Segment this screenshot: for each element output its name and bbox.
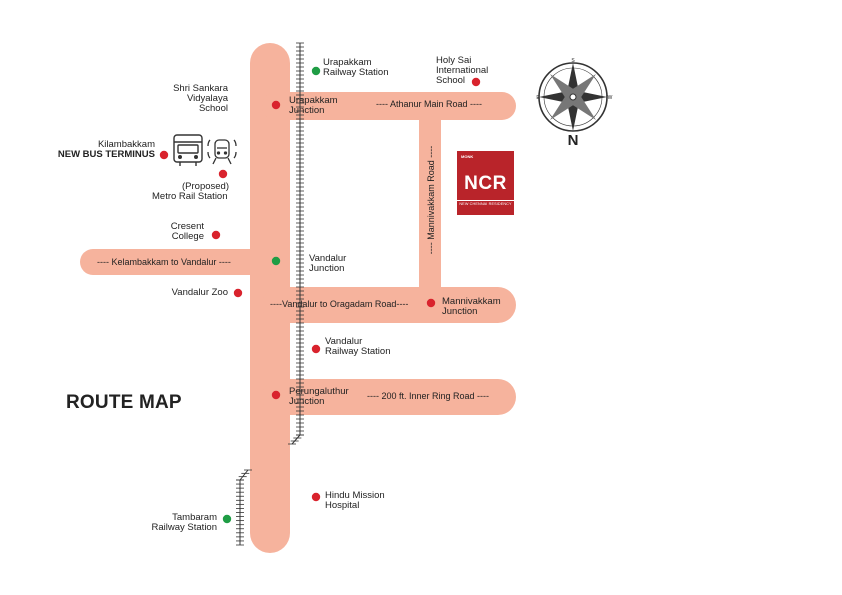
marker-hindu-mission[interactable]: [311, 492, 321, 502]
marker-holy-sai[interactable]: [471, 77, 481, 87]
label-line: Urapakkam: [323, 57, 372, 68]
marker-tambaram[interactable]: [222, 514, 232, 524]
label-vandalur-zoo: Vandalur Zoo: [172, 288, 228, 298]
compass-n: N: [568, 132, 579, 149]
marker-kilambakkam[interactable]: [159, 150, 169, 160]
ncr-logo: MONK NCR NEW CHENNAI RESIDENCY: [457, 151, 514, 215]
label-line: Kilambakkam: [97, 139, 155, 150]
label-cresent: Cresent College: [171, 222, 204, 242]
label-line: School: [198, 103, 228, 114]
label-shri-sankara: Shri Sankara Vidyalaya School: [173, 84, 228, 114]
compass-w: W: [608, 95, 613, 101]
markers: [159, 66, 481, 524]
page-title: ROUTE MAP: [66, 392, 182, 413]
rail-line: [239, 469, 249, 545]
label-urapakkam-jn: Urapakkam Junction: [289, 96, 338, 116]
label-line: Hindu Mission: [325, 490, 385, 501]
logo-brand: MONK: [461, 154, 474, 159]
marker-urapakkam-jn[interactable]: [271, 100, 281, 110]
bus-icon: [173, 134, 203, 166]
label-mannivakkam-jn: Mannivakkam Junction: [442, 297, 501, 317]
marker-metro[interactable]: [218, 169, 228, 179]
logo-subtitle: NEW CHENNAI RESIDENCY: [457, 200, 514, 207]
logo-word: NCR: [464, 173, 507, 194]
label-line: Hospital: [325, 500, 360, 511]
label-kilambakkam: Kilambakkam NEW BUS TERMINUS: [58, 140, 155, 160]
marker-mannivakkam-jn[interactable]: [426, 298, 436, 308]
road-label-athanur: ---- Athanur Main Road ----: [376, 99, 483, 109]
inner-ring-road: [262, 379, 516, 415]
label-line: School: [436, 75, 466, 86]
label-line: (Proposed): [182, 181, 229, 192]
label-line: Vidyalaya: [186, 93, 228, 104]
label-hindu-mission: Hindu Mission Hospital: [325, 491, 385, 511]
label-line: Junction: [309, 263, 345, 274]
label-line: Urapakkam: [289, 95, 338, 106]
label-line: NEW BUS TERMINUS: [57, 149, 155, 160]
marker-vandalur-zoo[interactable]: [233, 288, 243, 298]
compass-e: E: [536, 95, 540, 101]
oragadam-road: [262, 287, 516, 323]
road-label-oragadam: ----Vandalur to Oragadam Road----: [270, 299, 409, 309]
marker-vandalur-jn[interactable]: [271, 256, 281, 266]
label-holy-sai: Holy Sai International School: [436, 56, 488, 86]
label-vandalur-rs: Vandalur Railway Station: [325, 337, 390, 357]
label-line: Perungaluthur: [289, 386, 349, 397]
label-line: Vandalur Zoo: [171, 287, 228, 298]
marker-urapakkam-rs[interactable]: [311, 66, 321, 76]
label-line: Railway Station: [325, 346, 391, 357]
road-label-ring: ---- 200 ft. Inner Ring Road ----: [367, 391, 490, 401]
mannivakkam-road: [419, 108, 441, 308]
label-line: Vandalur: [325, 336, 363, 347]
compass-s: S: [571, 58, 575, 64]
label-line: Railway Station: [323, 67, 389, 78]
marker-vandalur-rs[interactable]: [311, 344, 321, 354]
train-icon: [207, 139, 237, 165]
label-tambaram: Tambaram Railway Station: [152, 513, 217, 533]
label-line: Junction: [289, 396, 325, 407]
railway-track-south: [236, 469, 252, 546]
label-perungaluthur: Perungaluthur Junction: [289, 387, 349, 407]
label-line: Mannivakkam: [442, 296, 501, 307]
marker-perungaluthur[interactable]: [271, 390, 281, 400]
railway-track-north: [288, 42, 304, 445]
label-line: International: [436, 65, 489, 76]
label-line: Holy Sai: [436, 55, 472, 66]
label-line: Shri Sankara: [173, 83, 228, 94]
marker-cresent[interactable]: [211, 230, 221, 240]
athanur-main-road: [262, 92, 516, 120]
label-line: Junction: [289, 105, 325, 116]
road-label-mannivakkam: ---- Mannivakkam Road ----: [426, 146, 436, 255]
label-line: Tambaram: [172, 512, 217, 523]
label-vandalur-jn: Vandalur Junction: [309, 254, 346, 274]
label-line: Junction: [442, 306, 478, 317]
label-line: Railway Station: [151, 522, 217, 533]
label-line: Cresent: [170, 221, 204, 232]
label-metro: (Proposed) Metro Rail Station: [152, 182, 229, 202]
label-line: Vandalur: [309, 253, 347, 264]
compass-icon: N S E W: [536, 58, 612, 149]
label-line: College: [171, 231, 204, 242]
label-line: Metro Rail Station: [152, 191, 228, 202]
kelambakkam-road: [80, 249, 280, 275]
road-label-kelambakkam: ---- Kelambakkam to Vandalur ----: [97, 257, 231, 267]
label-urapakkam-rs: Urapakkam Railway Station: [323, 58, 388, 78]
